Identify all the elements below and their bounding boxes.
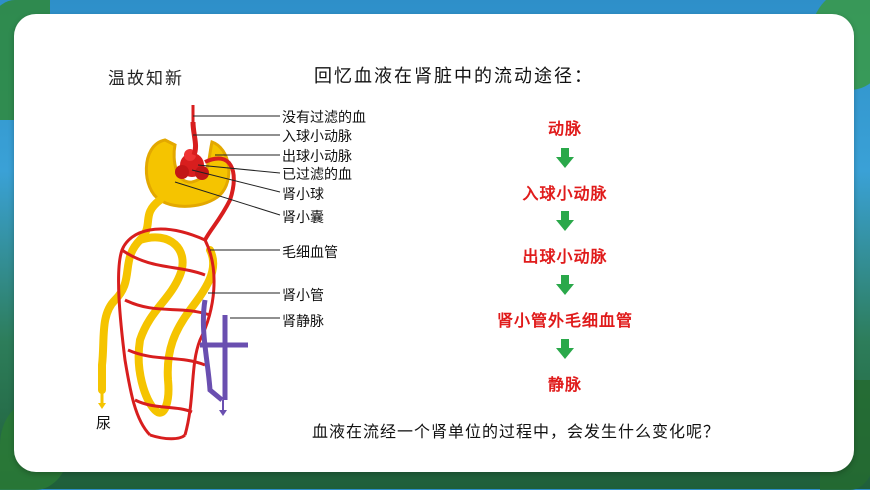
down-arrow-icon: [556, 148, 574, 168]
label-renal-tubule: 肾小管: [282, 288, 324, 304]
bowmans-capsule: [144, 138, 231, 208]
label-filtered-blood: 已过滤的血: [282, 167, 352, 183]
label-bowmans-capsule: 肾小囊: [282, 210, 324, 226]
capillary-network: [117, 227, 216, 441]
afferent-arteriole: [190, 121, 199, 156]
renal-vein: [200, 299, 248, 402]
flow-step-artery: 动脉: [547, 119, 582, 138]
main-title: 回忆血液在肾脏中的流动途径：: [314, 66, 594, 87]
label-urine: 尿: [96, 414, 112, 432]
renal-tubule: [98, 196, 164, 394]
down-arrow-icon: [556, 211, 574, 231]
discussion-question: 血液在流经一个肾单位的过程中，会发生什么变化呢？: [312, 422, 721, 441]
flow-step-peritubular-capillaries: 肾小管外毛细血管: [496, 311, 633, 330]
content-card: [14, 14, 854, 472]
label-afferent-arteriole: 入球小动脉: [282, 129, 352, 145]
label-efferent-arteriole: 出球小动脉: [282, 149, 352, 165]
label-glomerulus: 肾小球: [282, 187, 324, 203]
flow-step-afferent-arteriole: 入球小动脉: [522, 184, 608, 203]
efferent-arteriole: [203, 156, 236, 241]
flow-step-efferent-arteriole: 出球小动脉: [522, 247, 608, 266]
label-renal-vein: 肾静脉: [282, 314, 324, 330]
label-capillaries: 毛细血管: [282, 245, 338, 261]
down-arrow-icon: [556, 275, 574, 295]
nephron-diagram: [98, 105, 281, 441]
vein-outlet-arrowhead: [219, 410, 227, 416]
label-unfiltered-blood: 没有过滤的血: [282, 110, 366, 126]
leader-lines: [174, 115, 281, 319]
flow-step-vein: 静脉: [547, 375, 582, 394]
urine-outflow-arrowhead: [98, 403, 106, 409]
section-title: 温故知新: [108, 69, 184, 89]
down-arrow-icon: [556, 339, 574, 359]
